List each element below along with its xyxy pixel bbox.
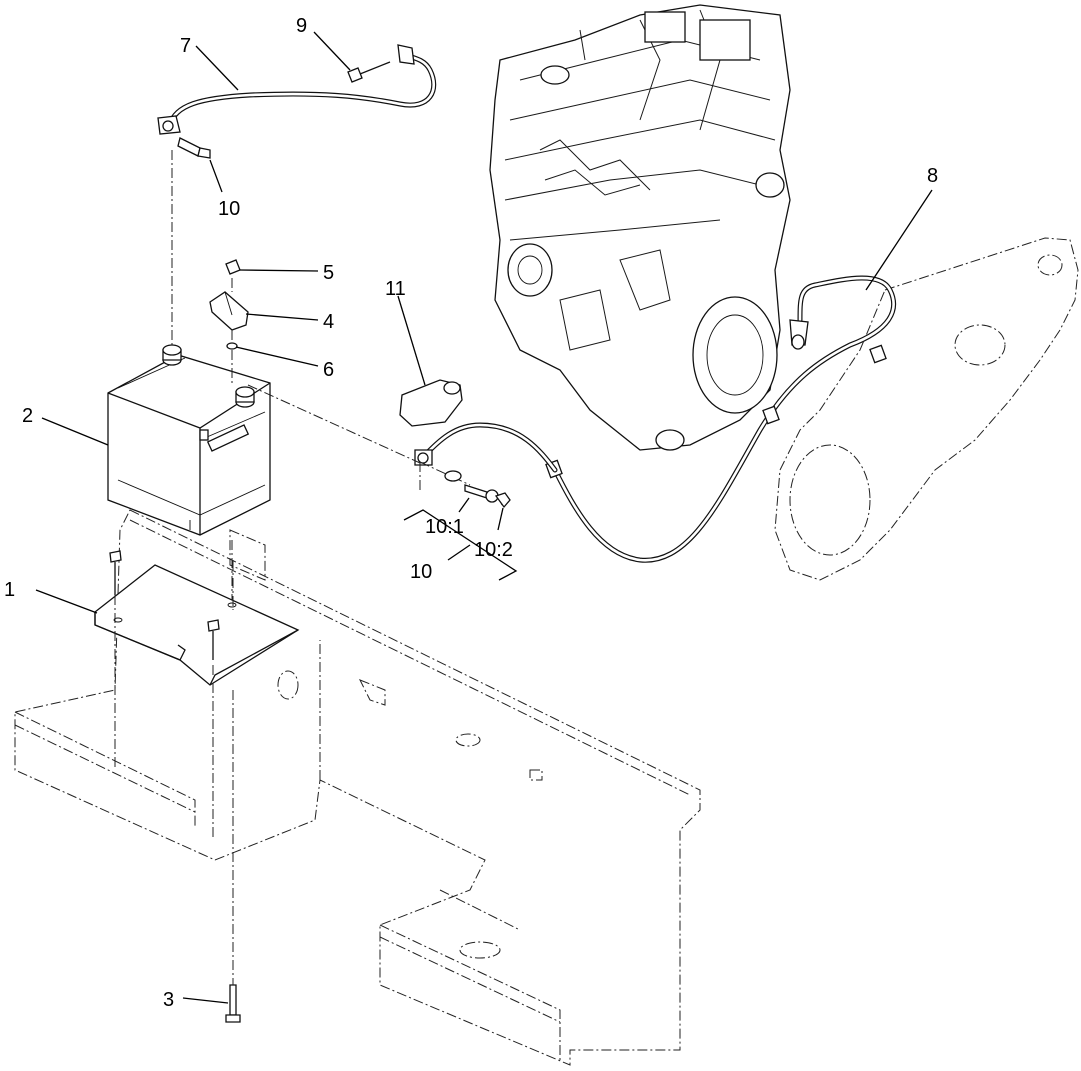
callout-10-2: 10:2 bbox=[474, 539, 513, 561]
callout-4: 4 bbox=[323, 311, 334, 333]
bolt-10-top bbox=[177, 137, 211, 159]
callout-3: 3 bbox=[163, 989, 174, 1011]
tray-bolts bbox=[109, 550, 220, 660]
bolt-3 bbox=[225, 984, 241, 1023]
battery-2 bbox=[107, 344, 271, 536]
tray-1 bbox=[94, 564, 300, 686]
cable-10 bbox=[414, 422, 558, 473]
callout-11: 11 bbox=[385, 278, 406, 300]
callout-10-bottom: 10 bbox=[410, 561, 432, 583]
cable-7 bbox=[157, 44, 437, 135]
cable-8 bbox=[545, 275, 897, 563]
frame-phantom bbox=[14, 509, 701, 1066]
boot-11 bbox=[399, 379, 463, 427]
washer-6 bbox=[226, 342, 238, 350]
nut-10-2 bbox=[494, 492, 511, 509]
callout-2: 2 bbox=[22, 405, 33, 427]
callout-10-top: 10 bbox=[218, 198, 240, 220]
assembly-lines bbox=[114, 150, 421, 985]
engine bbox=[489, 4, 791, 451]
bolt-10-1 bbox=[419, 461, 499, 503]
bolt-9 bbox=[347, 61, 391, 83]
callouts: 7 9 10 5 4 6 2 1 3 11 8 10:1 10:2 10 bbox=[4, 15, 938, 1011]
callout-1: 1 bbox=[4, 579, 15, 601]
callout-5: 5 bbox=[323, 262, 334, 284]
leader-lines bbox=[35, 31, 933, 1004]
callout-10-1: 10:1 bbox=[425, 516, 464, 538]
callout-9: 9 bbox=[296, 15, 307, 37]
clamp-4 bbox=[209, 291, 249, 331]
callout-7: 7 bbox=[180, 35, 191, 57]
callout-6: 6 bbox=[323, 359, 334, 381]
nut-5 bbox=[225, 259, 241, 275]
flywheel-plate-phantom bbox=[774, 237, 1079, 581]
callout-8: 8 bbox=[927, 165, 938, 187]
